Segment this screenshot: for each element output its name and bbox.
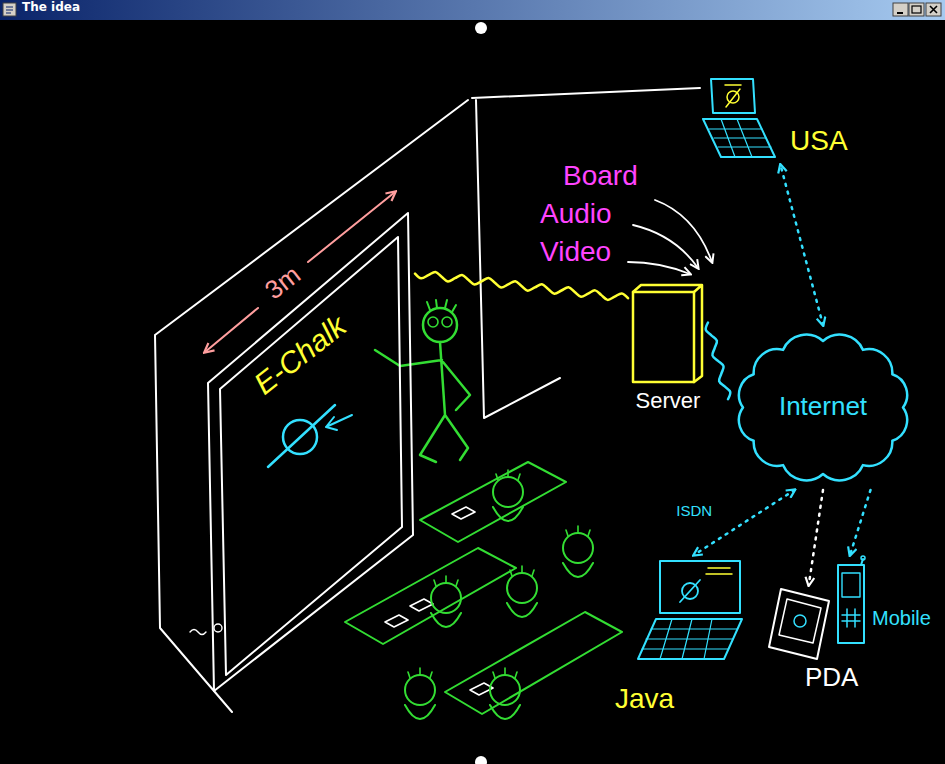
student-head <box>490 675 520 705</box>
server-front <box>633 292 694 382</box>
server-label: Server <box>636 388 701 413</box>
board-symbol <box>268 405 335 467</box>
mobile-phone-shape <box>828 555 938 650</box>
screen-scribble <box>706 568 732 574</box>
window-dot <box>475 756 487 764</box>
minimize-button <box>897 12 903 14</box>
window-dot <box>475 22 487 34</box>
stream-label: Audio <box>540 198 612 230</box>
maximize-button <box>912 6 921 13</box>
laptop-screen <box>660 561 740 613</box>
cloud-outline <box>739 335 907 481</box>
close-button <box>930 6 937 13</box>
pda-device: PDA <box>765 585 890 705</box>
network-cable <box>706 323 731 400</box>
stream-label: Video <box>540 236 611 268</box>
student-desk <box>345 548 516 644</box>
usa-laptop: USA <box>695 75 885 165</box>
cloud-label: Internet <box>779 392 867 422</box>
teacher-hair <box>427 300 456 312</box>
maximize-button <box>909 3 924 16</box>
e-chalk-board: E-Chalk <box>200 205 415 695</box>
close-button <box>926 3 941 16</box>
stream-arrow <box>655 200 712 262</box>
board-surface <box>220 237 402 675</box>
laptop-screen <box>711 79 755 113</box>
window-title: The idea <box>22 0 80 14</box>
teacher-head <box>423 308 457 342</box>
phone-antenna <box>861 556 865 560</box>
teacher-figure <box>375 342 470 462</box>
laptop-keyboard <box>638 619 742 659</box>
java-laptop: Java <box>610 555 750 725</box>
dimension-arrow <box>205 308 258 352</box>
window-title-bar: The idea <box>0 0 945 20</box>
board-symbol <box>725 85 741 107</box>
student-head <box>431 583 461 613</box>
server-side <box>633 285 702 382</box>
link-label: ISDN <box>673 502 715 519</box>
internet-cloud: Internet <box>728 325 918 490</box>
network-link <box>809 490 823 585</box>
pda-body <box>769 589 829 659</box>
client-label: PDA <box>805 663 858 693</box>
e-chalk-board-shape <box>200 205 415 695</box>
student-desk <box>445 612 622 714</box>
board-symbol <box>680 580 700 602</box>
student-desk <box>420 462 566 542</box>
student-head <box>507 573 537 603</box>
laptop-keys <box>709 119 771 157</box>
stream-arrow <box>628 262 690 274</box>
network-link <box>694 490 795 555</box>
minimize-button <box>893 3 908 16</box>
laptop-keyboard <box>703 119 775 157</box>
paper-sheet <box>385 507 493 695</box>
window-icon <box>3 3 16 16</box>
laptop-keys <box>642 619 737 659</box>
mobile-phone: Mobile <box>828 555 938 650</box>
board-cable <box>415 272 628 300</box>
network-link <box>850 490 871 555</box>
board-frame <box>208 213 413 691</box>
dimension-label: 3m <box>260 260 307 306</box>
pda-screen <box>779 599 821 643</box>
student-head <box>493 477 523 507</box>
client-label: Mobile <box>872 607 931 630</box>
board-symbol <box>794 615 806 627</box>
chalk-scribble <box>190 624 222 635</box>
stream-arrow <box>633 225 698 268</box>
phone-body <box>838 565 864 643</box>
student-head <box>405 675 435 705</box>
student-hair <box>408 470 590 678</box>
stream-label: Board <box>563 160 638 192</box>
server-box: Server <box>628 282 708 417</box>
client-label: Java <box>615 683 674 715</box>
student-head <box>563 533 593 563</box>
place-label: USA <box>790 125 848 157</box>
phone-keypad <box>842 609 860 627</box>
window-icon <box>6 7 13 13</box>
board-title: E-Chalk <box>247 309 352 402</box>
room-wall <box>155 88 700 712</box>
phone-screen <box>842 573 860 597</box>
board-pointer <box>326 415 352 430</box>
teacher-glasses <box>428 317 438 327</box>
network-link <box>781 165 824 325</box>
teacher-glasses <box>442 317 452 327</box>
student-body <box>405 507 593 719</box>
